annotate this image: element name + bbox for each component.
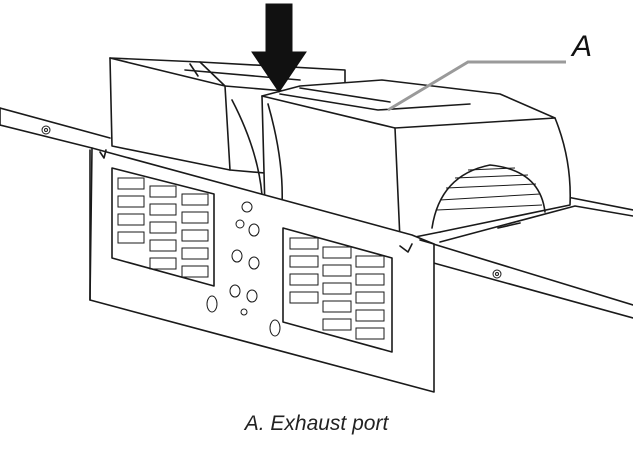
right-rail — [429, 242, 633, 319]
right-vent-grille — [282, 227, 393, 353]
right-blower-housing — [261, 79, 572, 241]
mounting-holes — [206, 201, 281, 337]
left-rail — [0, 107, 111, 149]
left-vent-grille — [111, 167, 215, 287]
callout-leader-line — [387, 60, 566, 112]
callout-label-a: A — [572, 30, 593, 63]
down-arrow-icon — [251, 3, 307, 93]
front-panel — [89, 147, 435, 393]
figure-caption: A. Exhaust port — [244, 412, 389, 435]
